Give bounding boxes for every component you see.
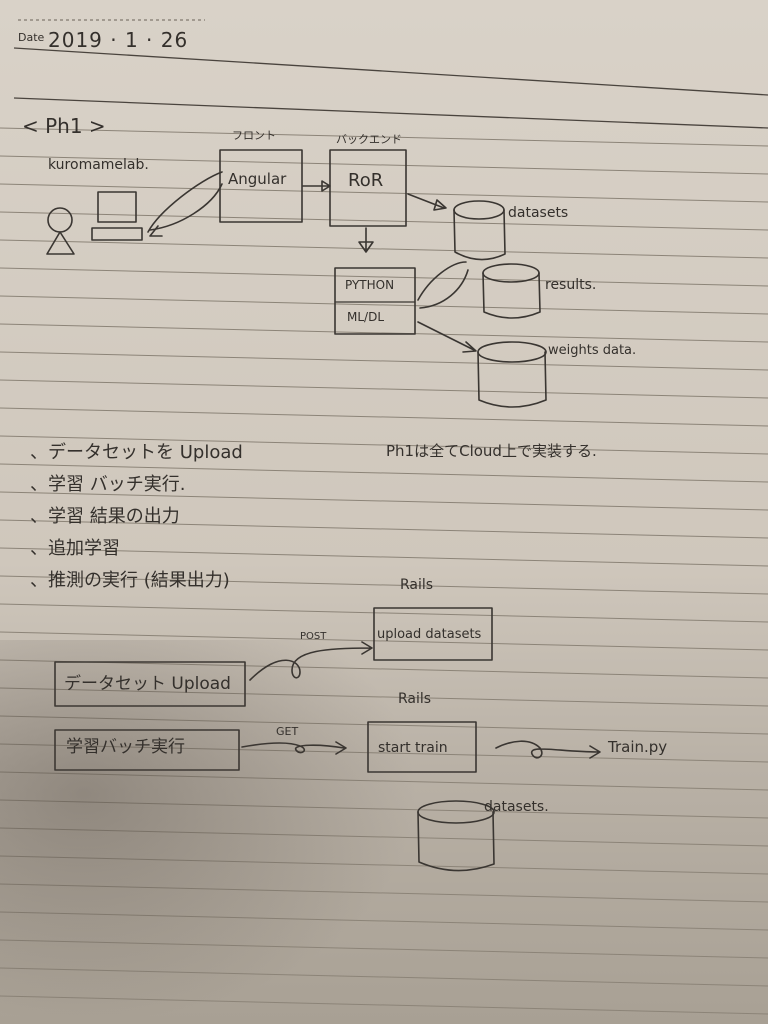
rails-to-python-arrow <box>358 227 374 253</box>
upload-box <box>54 661 246 707</box>
train-box-label: 学習バッチ実行 <box>66 737 185 757</box>
db-datasets-label: datasets <box>508 205 569 221</box>
python-db-curve-bottom <box>419 269 469 309</box>
task-item: 、データセットを Upload <box>30 442 243 463</box>
angular-to-rails-arrow <box>302 180 331 192</box>
bottom-datasets-label: datasets. <box>484 799 549 815</box>
rails-label: RoR <box>348 170 384 191</box>
task-item: 、学習 結果の出力 <box>30 506 180 527</box>
start-train-box <box>367 721 477 773</box>
task-item: 、推測の実行 (結果出力) <box>30 570 230 591</box>
date-underline <box>13 47 768 96</box>
train-box <box>54 729 240 771</box>
post-curve-arrow <box>249 641 373 681</box>
rails-to-datasets-arrow <box>407 193 447 211</box>
rails-label-upload: Rails <box>400 577 434 593</box>
user-angular-curve-bottom <box>149 183 223 231</box>
user-angular-arrowhead <box>149 225 163 237</box>
date-value: 2019 · 1 · 26 <box>48 28 189 52</box>
train-script-curve-arrow <box>495 740 601 759</box>
bottom-datasets-cylinder-icon <box>417 800 495 872</box>
get-curve-arrow <box>241 741 347 755</box>
front-label: フロント <box>232 129 276 142</box>
mldl-label: ML/DL <box>347 310 385 324</box>
python-to-weights-arrow <box>417 321 477 353</box>
user-angular-curve-top <box>147 171 223 233</box>
angular-label: Angular <box>228 170 287 188</box>
get-label: GET <box>276 725 299 738</box>
back-label: バックエンド <box>336 133 402 146</box>
python-box <box>334 267 416 335</box>
rails-box <box>329 149 407 227</box>
angular-box <box>219 149 303 223</box>
rails-label-train: Rails <box>398 691 432 707</box>
upload-box-label: データセット Upload <box>64 674 231 694</box>
user-stick-figure-icon <box>46 207 75 255</box>
post-label: POST <box>300 631 327 642</box>
task-item: 、学習 バッチ実行. <box>30 474 186 495</box>
upload-datasets-box <box>373 607 493 661</box>
ruled-lines <box>0 127 768 1015</box>
section-title: < Ph1 > <box>22 114 106 138</box>
db-weights-label: weights data. <box>548 343 637 358</box>
upload-endpoint-label: upload datasets <box>377 627 482 642</box>
header-rule <box>13 97 768 129</box>
datasets-cylinder-icon <box>453 200 506 261</box>
results-cylinder-icon <box>482 263 541 319</box>
db-results-label: results. <box>545 277 597 293</box>
cloud-note: Ph1は全てCloud上で実装する. <box>386 442 597 460</box>
computer-icon <box>91 191 143 241</box>
task-item: 、追加学習 <box>30 538 120 559</box>
python-db-curve-top <box>417 261 467 301</box>
date-label: Date <box>18 31 45 44</box>
python-label: PYTHON <box>345 278 395 292</box>
user-label: kuromamelab. <box>48 157 149 173</box>
train-script-label: Train.py <box>608 738 668 756</box>
weights-cylinder-icon <box>477 341 547 408</box>
train-endpoint-label: start train <box>378 740 448 756</box>
